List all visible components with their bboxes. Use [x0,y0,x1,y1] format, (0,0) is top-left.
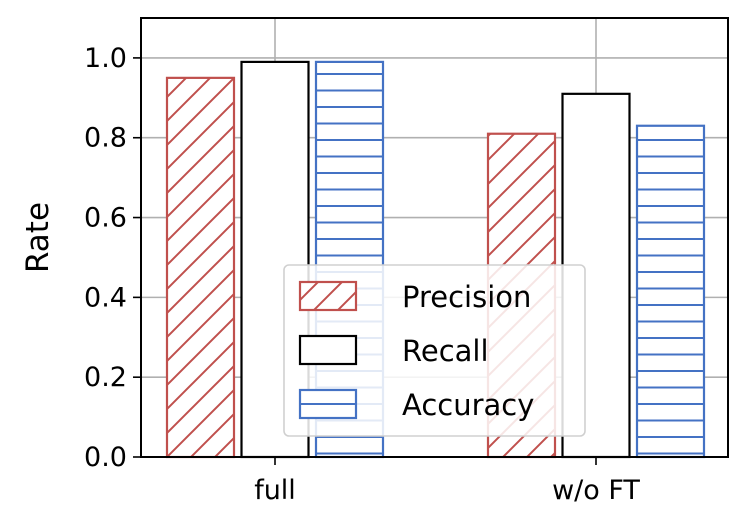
y-tick-label-4: 0.8 [84,123,127,154]
legend-label-accuracy: Accuracy [402,388,534,422]
y-tick-label-0: 0.0 [84,442,127,473]
y-axis-title: Rate [20,202,56,273]
x-tick-label-0: full [254,475,296,506]
y-tick-label-2: 0.4 [84,282,127,313]
y-tick-label-3: 0.6 [84,203,127,234]
legend-swatch-accuracy [298,388,358,420]
y-tick-label-1: 0.2 [84,362,127,393]
axes: 0.0 0.2 0.4 0.6 0.8 1.0 full w/o FT Rate [20,17,729,506]
x-tick-label-1: w/o FT [552,475,640,506]
legend-label-recall: Recall [402,334,489,368]
y-tick-label-5: 1.0 [84,43,127,74]
legend-label-precision: Precision [402,280,531,314]
legend-box [283,264,586,437]
plot-frame [140,17,729,458]
bar-accuracy-1 [635,124,706,459]
legend-swatch-precision [298,280,358,312]
bar-precision-0 [165,76,236,459]
legend-swatch-recall [298,334,358,366]
